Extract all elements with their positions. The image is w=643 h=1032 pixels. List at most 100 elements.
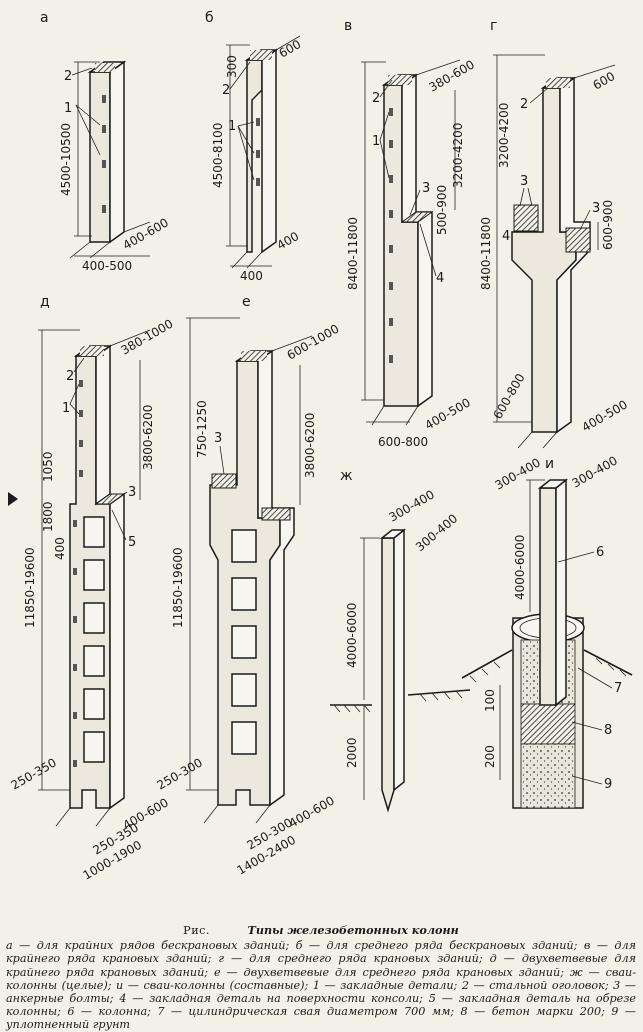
embedded-plates (102, 95, 106, 213)
dim-g-top: 600 (591, 69, 618, 93)
column-b: б 4500-8100 300 600 2 1 400 400 (205, 10, 303, 283)
dim-g-upper: 3200-4200 (497, 103, 511, 168)
caption-label: Рис. (183, 924, 210, 937)
dim-a-height: 4500-10500 (59, 123, 73, 196)
soil-hatching (469, 657, 627, 683)
column-g: г 8400-11800 3200-4200 600 600-900 2 3 3… (479, 18, 630, 449)
margin-marker-icon (8, 492, 18, 506)
callout-1: 1 (64, 101, 72, 116)
anchor-bolts-left (513, 204, 539, 232)
console-plate (400, 211, 434, 223)
callout-4: 4 (502, 229, 510, 244)
column-6 (539, 487, 557, 706)
dim-b-height: 4500-8100 (211, 123, 225, 188)
dim-d-height: 11850-19600 (23, 547, 37, 628)
label-d: д (40, 294, 50, 310)
dim-d-top: 380-1000 (119, 317, 176, 358)
anchor-bolts-right (261, 507, 291, 521)
soil-hatching (333, 690, 463, 713)
concrete-grade-200 (520, 703, 576, 745)
dim-e-w2: 400-600 (287, 793, 337, 830)
callout-5: 5 (128, 535, 136, 550)
dim-zh-w1: 300-400 (387, 487, 437, 524)
column-d: д 11850-19600 1050 1800 400 380-1000 380… (8, 294, 176, 883)
column-a-front-face (89, 71, 111, 243)
callout-9: 9 (604, 777, 612, 792)
steel-cap (546, 78, 570, 88)
label-a: а (40, 10, 49, 26)
lattice-openings (83, 516, 105, 763)
column-v: в 8400-11800 380-600 3200-4200 500-900 2… (344, 18, 477, 449)
dim-zh-w2: 300-400 (413, 511, 460, 554)
callout-2: 2 (222, 83, 230, 98)
callout-2: 2 (520, 97, 528, 112)
callout-3: 3 (520, 174, 528, 189)
dim-b-top: 600 (277, 37, 304, 61)
steel-cap (80, 346, 104, 356)
column-e: е 11850-19600 750-1250 600-1000 3800-620… (155, 294, 342, 878)
embedded-plates (389, 108, 393, 363)
pile-zh-front-face (381, 537, 395, 813)
caption-title-row: Рис. Типы железобетонных колонн (6, 923, 636, 937)
label-e: е (242, 294, 251, 310)
dim-v-w1: 400-500 (423, 395, 473, 432)
dim-i-100: 100 (483, 689, 497, 712)
dim-a-w2: 400-500 (82, 259, 132, 273)
dim-b-300: 300 (225, 55, 239, 78)
dim-i-w2: 300-400 (570, 453, 620, 490)
callout-2: 2 (372, 91, 380, 106)
caption-body: а — для крайних рядов бескрановых зданий… (6, 939, 636, 1032)
dim-e-upper: 3800-6200 (303, 413, 317, 478)
callout-1: 1 (372, 134, 380, 149)
callout-3: 3 (422, 181, 430, 196)
dim-v-w2: 600-800 (378, 435, 428, 449)
embedded-plates (256, 118, 260, 186)
dim-g-w2: 400-500 (580, 397, 630, 434)
pile-i: и 4000-6000 100 200 300-400 300-400 6 7 … (461, 453, 633, 809)
callout-4: 4 (436, 271, 444, 286)
caption-title: Типы железобетонных колонн (247, 923, 459, 937)
callout-2: 2 (66, 369, 74, 384)
dim-d-400: 400 (53, 537, 67, 560)
dim-zh-len: 4000-6000 (345, 603, 359, 668)
column-b-side-face (261, 48, 277, 254)
callout-8: 8 (604, 723, 612, 738)
steel-cap (388, 75, 412, 85)
dim-i-len: 4000-6000 (513, 535, 527, 600)
lattice-openings (231, 529, 257, 755)
columns-drawing: а 4500-10500 1 2 400-500 400-600 б (8, 10, 633, 883)
compacted-soil (520, 743, 576, 809)
callout-1: 1 (62, 401, 70, 416)
dim-g-height: 8400-11800 (479, 217, 493, 290)
dim-i-200: 200 (483, 745, 497, 768)
dim-d-upper: 3800-6200 (141, 405, 155, 470)
dim-e-w1: 250-300 (155, 755, 205, 792)
steel-cap (241, 351, 267, 361)
pile-zh: ж 4000-6000 2000 300-400 300-400 (330, 468, 471, 813)
anchor-bolts-left (211, 473, 237, 489)
label-b: б (205, 10, 214, 26)
callout-1: 1 (228, 119, 236, 134)
figure-caption: Рис. Типы железобетонных колонн а — для … (6, 923, 636, 1032)
dim-e-750: 750-1250 (195, 400, 209, 458)
dim-zh-2000: 2000 (345, 737, 359, 768)
steel-cap (95, 63, 115, 72)
dim-v-height: 8400-11800 (346, 217, 360, 290)
dim-b-w1: 400 (275, 229, 302, 253)
dim-a-w1: 400-600 (121, 215, 171, 252)
callout-7: 7 (614, 681, 622, 696)
callout-6: 6 (596, 545, 604, 560)
dim-b-w2: 400 (240, 269, 263, 283)
dim-v-upper: 3200-4200 (451, 123, 465, 188)
dim-d-1050: 1050 (41, 451, 55, 482)
dim-v-cons: 500-900 (435, 185, 449, 235)
dim-g-cons: 600-900 (601, 200, 615, 250)
callout-3: 3 (128, 485, 136, 500)
dim-e-height: 11850-19600 (171, 547, 185, 628)
callout-2: 2 (64, 69, 72, 84)
dim-d-w1: 250-350 (9, 755, 59, 792)
embedded-plates (73, 380, 83, 767)
steel-cap (250, 50, 272, 60)
anchor-bolts-right (565, 227, 591, 253)
dim-g-w1: 600-800 (490, 371, 527, 421)
